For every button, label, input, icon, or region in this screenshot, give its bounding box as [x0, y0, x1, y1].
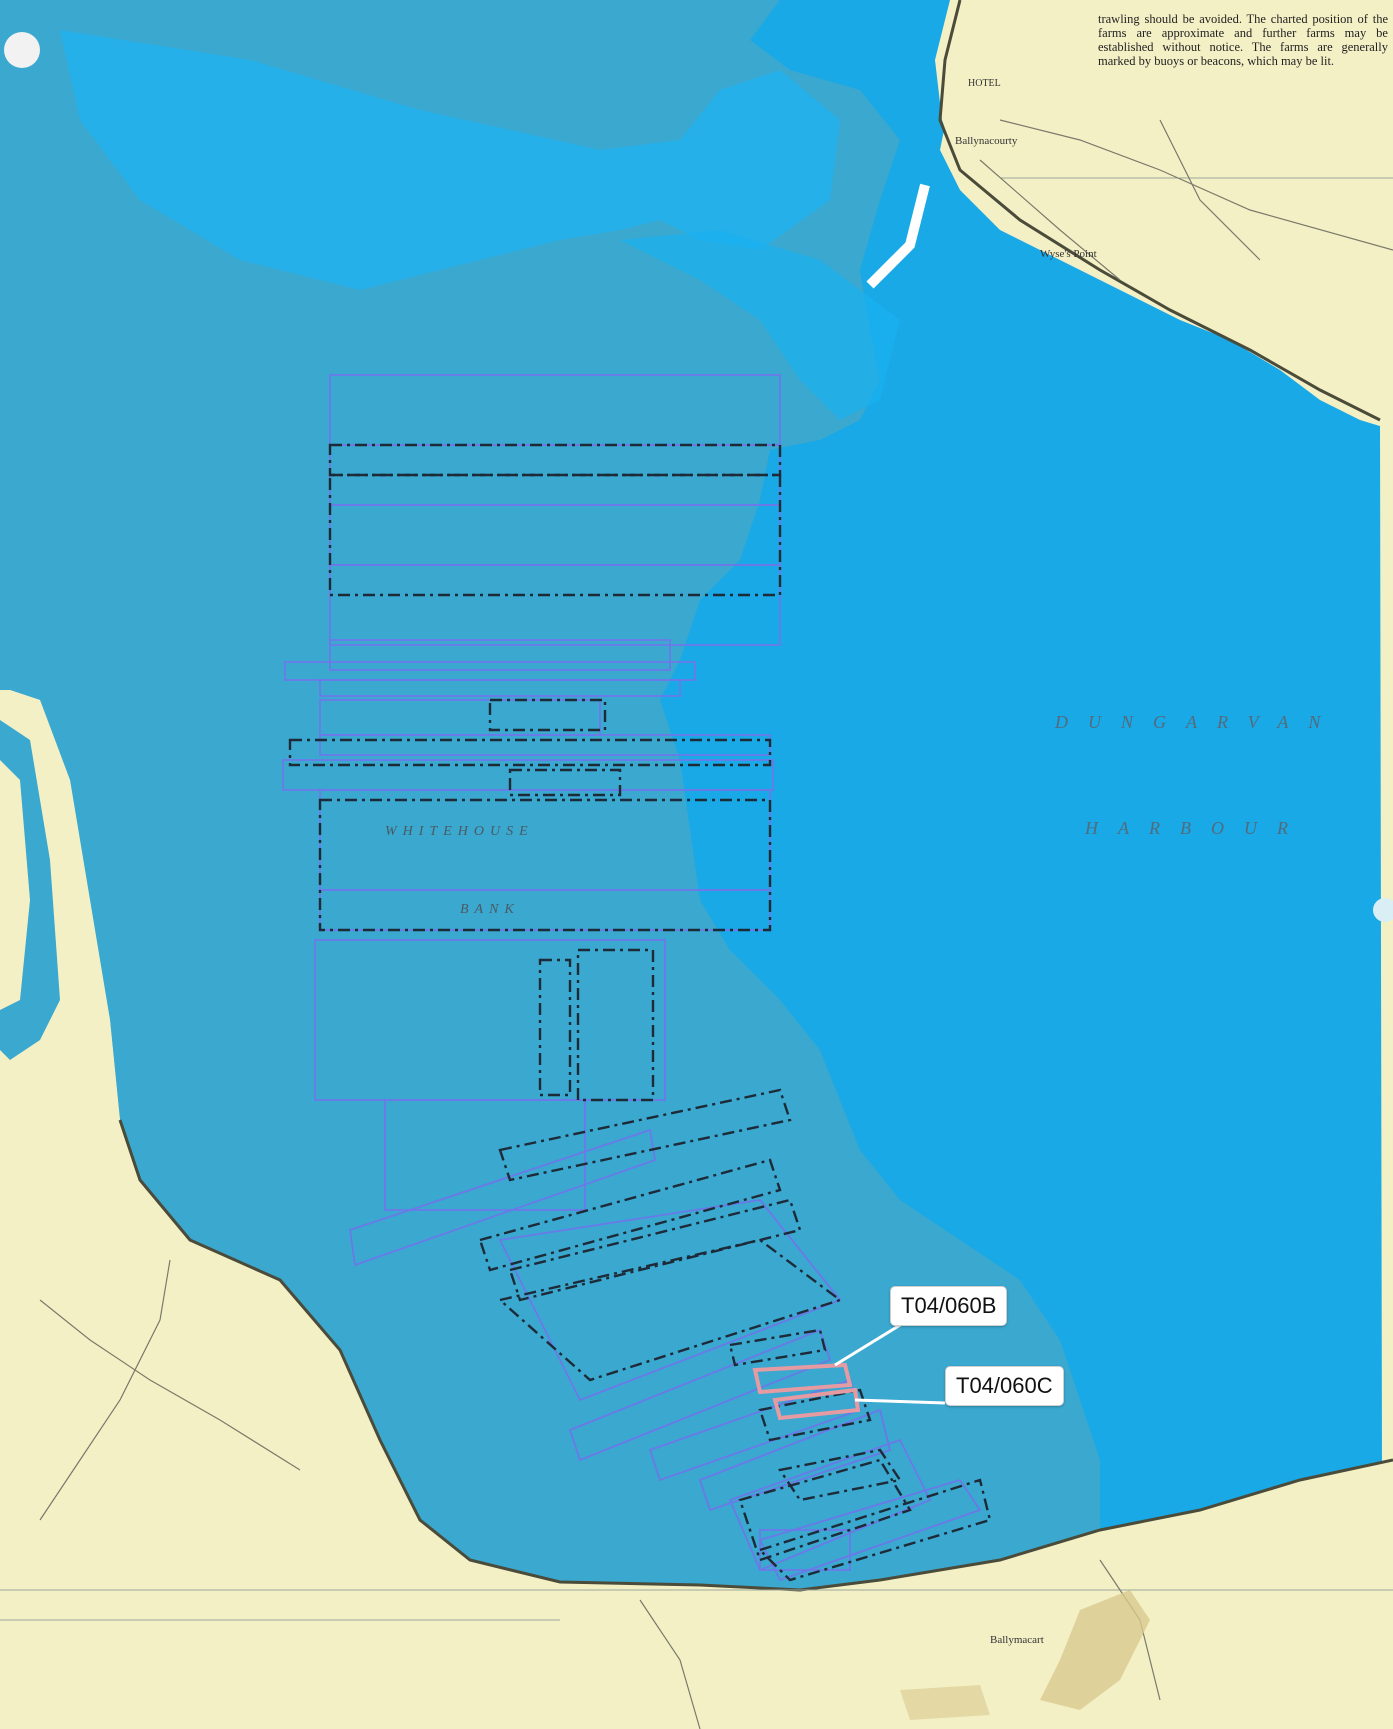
site-dashed — [328, 473, 782, 597]
pier — [866, 183, 930, 289]
land-area — [1100, 1460, 1393, 1729]
grid-lines — [0, 177, 1393, 1621]
roads — [39, 119, 1393, 1729]
site-dashed — [508, 1198, 802, 1302]
site-dashed — [478, 1158, 782, 1272]
site-outline — [319, 679, 681, 697]
site-outline — [384, 1099, 586, 1211]
site-dashed — [778, 1448, 902, 1502]
place-ballymacart: Ballymacart — [990, 1634, 1044, 1646]
inlet — [0, 760, 30, 1010]
land-area — [940, 0, 1393, 430]
site-t04-060c — [772, 1387, 861, 1421]
site-outline — [329, 639, 671, 671]
site-outline — [758, 1478, 982, 1582]
notice-text: trawling should be avoided. The charted … — [1098, 12, 1388, 68]
site-dashed — [498, 1088, 792, 1182]
bank-name-line2: BANK — [460, 902, 520, 917]
place-hotel: HOTEL — [968, 78, 1001, 89]
site-dashed — [508, 768, 622, 797]
highlighted-sites — [752, 1362, 861, 1421]
site-dashed — [757, 1478, 992, 1582]
callout-leader-c — [854, 1398, 946, 1405]
callout-t04-060c: T04/060C — [945, 1366, 1064, 1406]
site-outline — [329, 564, 781, 646]
bank-name-line1: WHITEHOUSE — [385, 824, 534, 839]
coastline — [118, 1119, 1393, 1592]
place-ballynacourty: Ballynacourty — [955, 135, 1018, 147]
site-dashed — [488, 698, 607, 732]
callout-leader-b — [834, 1320, 906, 1367]
site-dashed — [728, 1328, 827, 1367]
site-outline — [728, 1438, 932, 1572]
site-dashed — [738, 1458, 912, 1562]
site-dashed — [497, 1238, 843, 1382]
site-outline — [349, 1128, 657, 1267]
sand-patch — [900, 1685, 990, 1720]
site-dashed — [758, 1388, 872, 1442]
land-area — [0, 690, 1100, 1729]
site-dashed-outlines — [288, 443, 992, 1582]
channel-patch — [60, 30, 840, 290]
callout-t04-060b: T04/060B — [890, 1286, 1008, 1326]
site-dashed — [576, 948, 655, 1102]
water-name-line2: HARBOUR — [1085, 818, 1308, 838]
site-dashed — [538, 958, 572, 1097]
buoy-marker — [1373, 898, 1393, 922]
sand-patch — [1040, 1590, 1150, 1710]
channel-patch — [620, 230, 900, 420]
site-dashed — [318, 798, 772, 932]
water-name-line1: DUNGARVAN — [1055, 712, 1341, 732]
buoy-marker — [4, 32, 40, 68]
site-outline — [568, 1328, 832, 1462]
site-t04-060b — [752, 1362, 853, 1395]
coastline — [938, 0, 1381, 422]
site-dashed — [288, 738, 772, 767]
site-outline — [698, 1408, 892, 1512]
place-wyses-point: Wyse's Point — [1040, 248, 1097, 260]
